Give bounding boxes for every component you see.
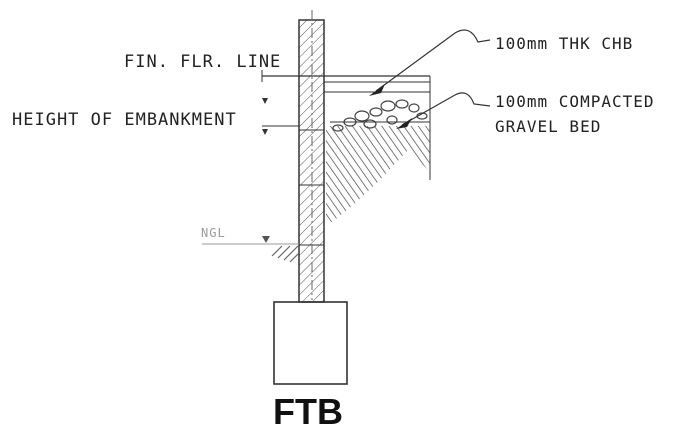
gravel-label-line2: GRAVEL BED: [495, 117, 602, 136]
finished-floor-label: FIN. FLR. LINE: [124, 52, 282, 72]
ngl-label: NGL: [201, 226, 226, 240]
gravel-arrow-icon: [396, 118, 412, 129]
gravel-bed: [330, 99, 430, 132]
drawing-title: FTB: [273, 391, 343, 432]
gravel-label-line1: 100mm COMPACTED: [495, 92, 655, 111]
ngl-marker-icon: [262, 236, 270, 243]
footing: [273, 301, 348, 385]
embankment-label: HEIGHT OF EMBANKMENT: [12, 110, 237, 130]
chb-leader: [375, 29, 491, 92]
ffl-marker-icon: [262, 98, 268, 104]
gravel-leader: [401, 92, 491, 126]
natural-ground: [271, 245, 300, 263]
embankment-marker-icon: [262, 129, 268, 135]
compacted-soil: [326, 126, 430, 222]
chb-arrow-icon: [369, 84, 385, 96]
chb-label: 100mm THK CHB: [495, 34, 634, 53]
